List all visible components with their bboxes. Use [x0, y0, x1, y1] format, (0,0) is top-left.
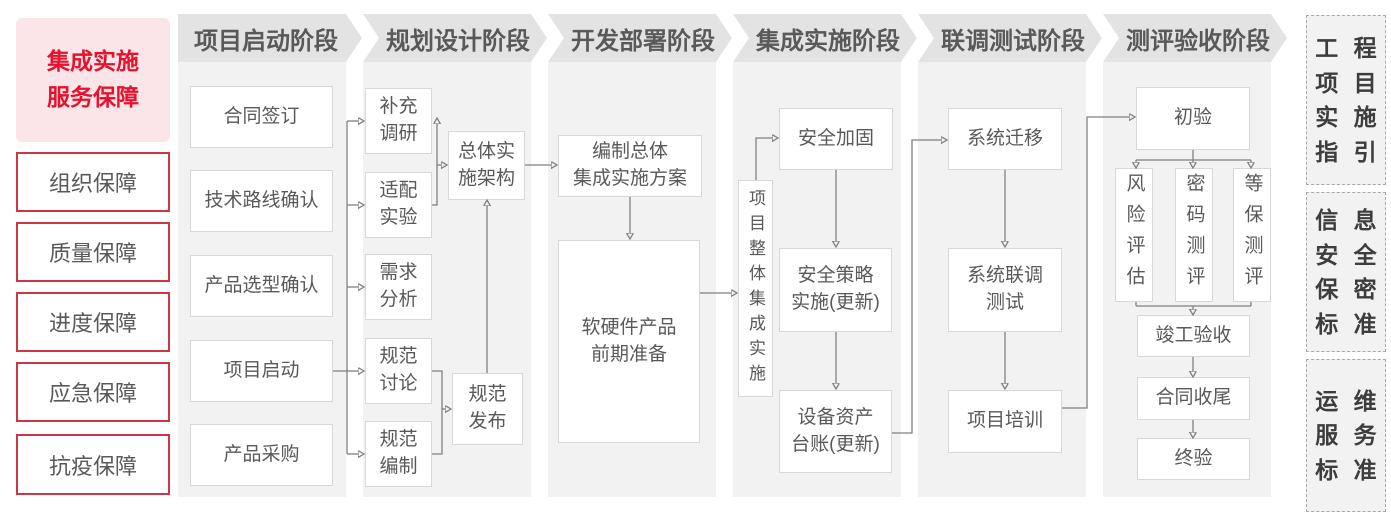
box-asset-ledger-update: 设备资产 台账(更新) — [779, 390, 892, 473]
sidebar-item-emergency-guarantee: 应急保障 — [16, 362, 170, 422]
box-requirement-analysis: 需求 分析 — [365, 254, 432, 320]
box-final-acceptance: 终验 — [1137, 438, 1250, 480]
sidebar-item-organization-guarantee: 组织保障 — [16, 152, 170, 212]
phase-header-dev-deployment: 开发部署阶段 — [548, 14, 732, 62]
box-completion-acceptance: 竣工验收 — [1137, 315, 1250, 357]
box-system-migration: 系统迁移 — [948, 108, 1062, 170]
box-adaptation-test: 适配 实验 — [365, 172, 432, 238]
box-system-joint-debug-test: 系统联调 测试 — [948, 248, 1062, 332]
phase-header-planning-design: 规划设计阶段 — [363, 14, 547, 62]
box-project-kickoff: 项目启动 — [190, 340, 333, 402]
phase-header-project-kickoff: 项目启动阶段 — [178, 14, 362, 62]
standards-text-row: 工 程 — [1315, 35, 1377, 61]
phase-header-integration-implementation: 集成实施阶段 — [733, 14, 917, 62]
box-product-procurement: 产品采购 — [190, 424, 333, 486]
standards-text-row: 指 引 — [1315, 138, 1377, 165]
box-overall-integration-plan: 编制总体 集成实施方案 — [558, 135, 702, 197]
box-spec-drafting: 规范 编制 — [365, 421, 432, 487]
standards-text-row: 运 维 — [1315, 387, 1377, 414]
box-spec-discussion: 规范 讨论 — [365, 338, 432, 404]
box-security-hardening: 安全加固 — [779, 108, 893, 170]
standards-text-row: 项 目 — [1315, 69, 1377, 96]
sidebar-item-pandemic-guarantee: 抗疫保障 — [16, 434, 170, 495]
box-crypto-evaluation: 密码测评 — [1175, 168, 1213, 302]
standards-text-row: 服 务 — [1315, 422, 1377, 449]
phase-header-evaluation-acceptance: 测评验收阶段 — [1103, 14, 1287, 62]
box-contract-closure: 合同收尾 — [1137, 377, 1250, 420]
standards-text-row: 安 全 — [1315, 241, 1377, 268]
sidebar-title-card: 集成实施 服务保障 — [16, 18, 170, 142]
sidebar-item-quality-guarantee: 质量保障 — [16, 222, 170, 282]
box-spec-release: 规范 发布 — [452, 373, 523, 445]
standards-text-row: 保 密 — [1315, 276, 1377, 302]
box-tech-route-confirm: 技术路线确认 — [190, 170, 333, 232]
box-overall-implementation-architecture: 总体实 施架构 — [448, 131, 525, 200]
box-product-selection-confirm: 产品选型确认 — [190, 255, 333, 317]
standards-text-row: 信 息 — [1315, 207, 1377, 233]
phase-header-joint-testing: 联调测试阶段 — [918, 14, 1102, 62]
box-contract-signing: 合同签订 — [190, 86, 333, 148]
box-overall-project-integration: 项目整体集成实施 — [738, 180, 773, 397]
box-mlps-evaluation: 等保测评 — [1233, 168, 1271, 302]
box-initial-acceptance: 初验 — [1136, 87, 1250, 150]
box-supplementary-research: 补充 调研 — [365, 88, 432, 154]
box-risk-assessment: 风险评估 — [1115, 168, 1153, 302]
standards-box-ops-service-standard: 运 维 服 务 标 准 — [1306, 359, 1386, 512]
standards-text-row: 实 施 — [1315, 104, 1377, 130]
box-hw-sw-preparation: 软硬件产品 前期准备 — [558, 240, 700, 443]
sidebar-item-schedule-guarantee: 进度保障 — [16, 292, 170, 352]
standards-box-infosec-confidentiality: 信 息 安 全 保 密 标 准 — [1306, 192, 1386, 352]
standards-text-row: 标 准 — [1315, 456, 1377, 483]
box-security-policy-implementation: 安全策略 实施(更新) — [779, 248, 892, 332]
standards-text-row: 标 准 — [1315, 310, 1377, 337]
standards-box-project-implementation-guide: 工 程 项 目 实 施 指 引 — [1306, 15, 1386, 185]
box-project-training: 项目培训 — [948, 390, 1062, 453]
